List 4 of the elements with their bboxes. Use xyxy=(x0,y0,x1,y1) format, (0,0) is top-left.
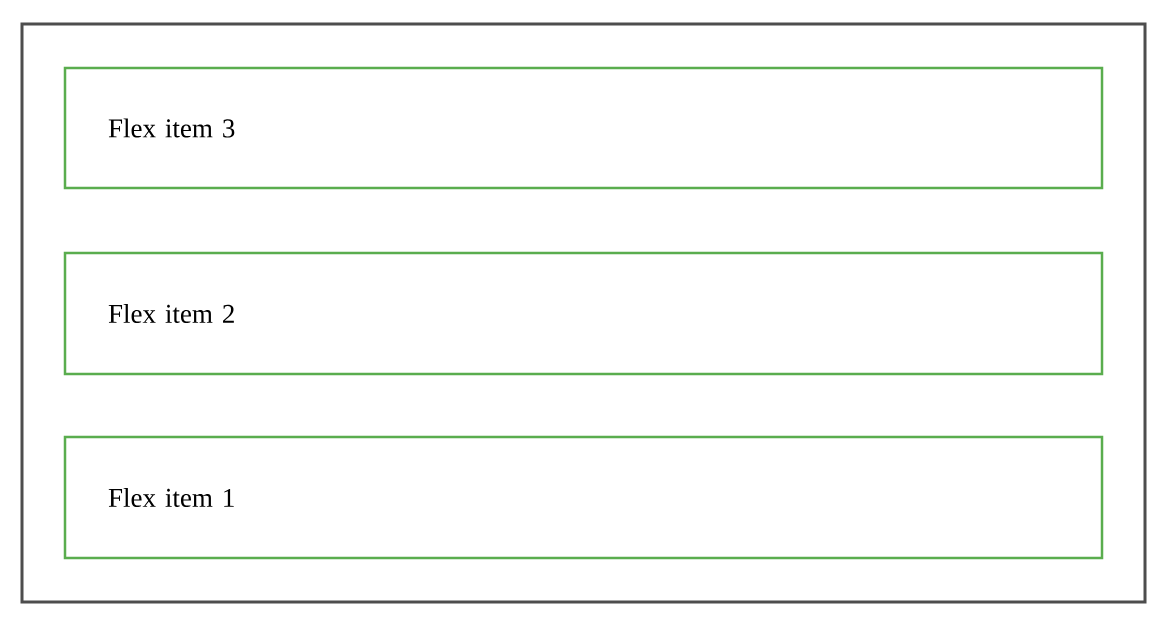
flex-item-box: Flex item 1 xyxy=(63,435,1104,560)
flex-item-box: Flex item 2 xyxy=(63,251,1104,376)
flex-item-box: Flex item 3 xyxy=(63,66,1104,190)
container-box xyxy=(20,22,1147,604)
